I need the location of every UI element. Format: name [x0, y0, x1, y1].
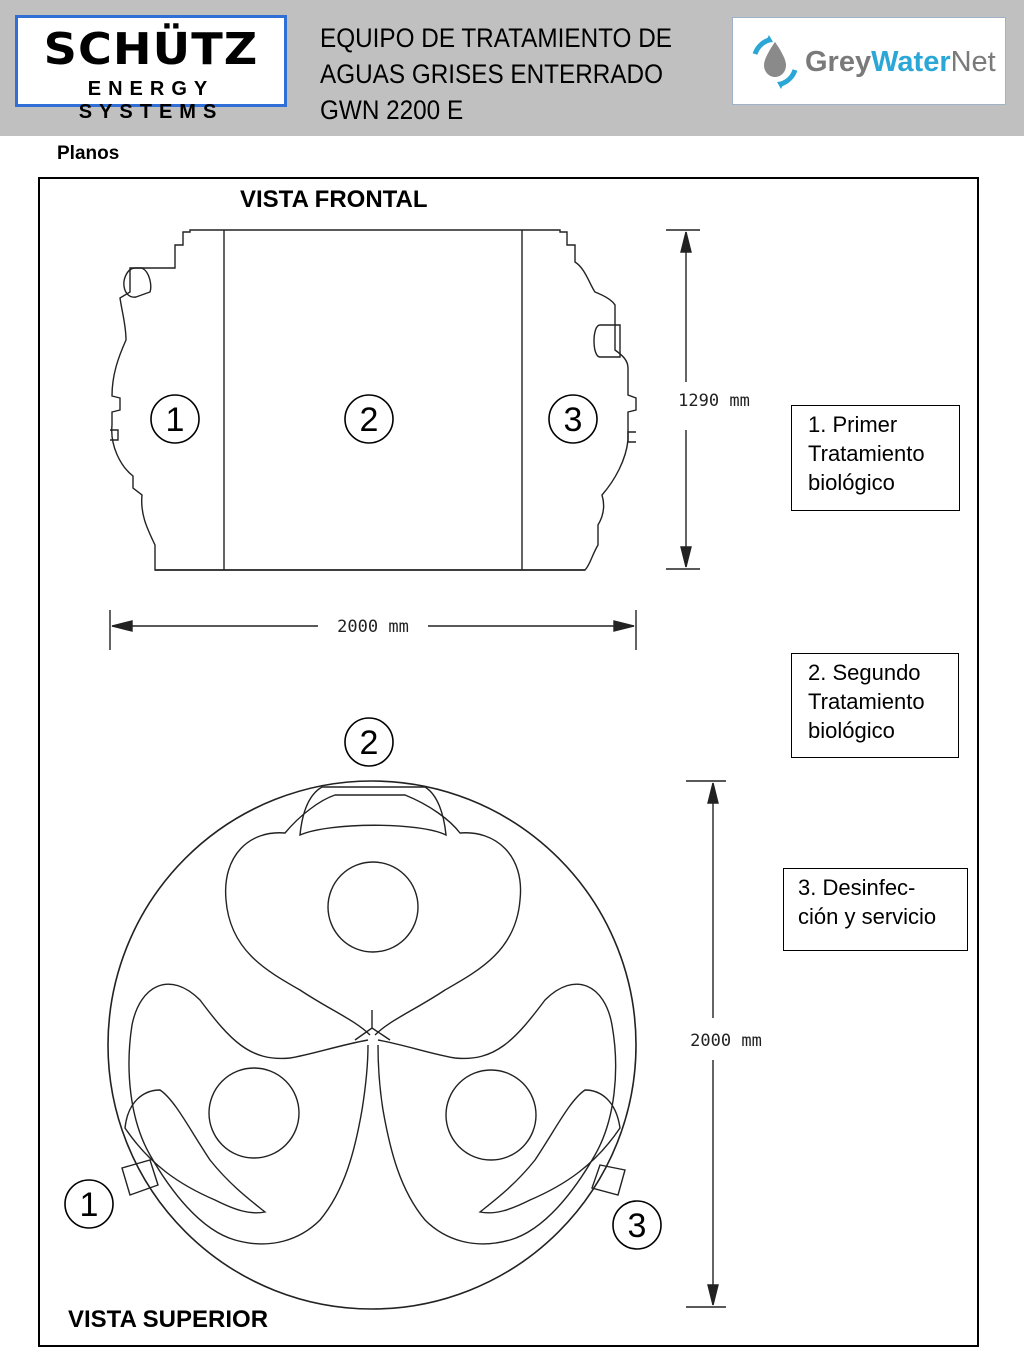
- top-view-title: VISTA SUPERIOR: [68, 1306, 269, 1333]
- top-chamber-1-marker: [64, 1179, 114, 1229]
- front-height-dimension: 1290 mm: [678, 391, 750, 411]
- top-chamber-3-number: 3: [628, 1207, 647, 1245]
- top-chamber-2-number: 2: [360, 724, 379, 762]
- legend-box-2: 2. Segundo Tratamiento biológico: [791, 653, 959, 758]
- top-opening-2: [327, 861, 419, 953]
- top-chamber-1-number: 1: [80, 1186, 99, 1224]
- greywaternet-logo: GreyWaterNet: [732, 17, 1006, 105]
- schutz-logo: SCHÜTZ ENERGY SYSTEMS: [15, 15, 287, 123]
- section-label: Planos: [57, 143, 120, 164]
- title-line-2: AGUAS GRISES ENTERRADO: [320, 59, 663, 89]
- legend-3-line-2: ción y servicio: [798, 904, 937, 929]
- top-inlet-pipe: [121, 1159, 159, 1196]
- legend-box-3: 3. Desinfec- ción y servicio: [783, 868, 968, 951]
- logo-word-net: Net: [950, 46, 996, 78]
- top-chamber-1-lobe: [128, 983, 369, 1245]
- legend-2-line-1: 2. Segundo: [808, 660, 921, 685]
- greywaternet-wordmark: GreyWaterNet: [805, 46, 996, 79]
- top-chamber-3-lobe: [377, 983, 617, 1245]
- front-width-dimension: 2000 mm: [337, 617, 409, 637]
- top-chamber-2-lobe: [224, 794, 522, 1036]
- legend-1-line-1: 1. Primer: [808, 412, 898, 437]
- logo-word-water: Water: [871, 46, 951, 78]
- header-bar: SCHÜTZ ENERGY SYSTEMS EQUIPO DE TRATAMIE…: [0, 0, 1024, 136]
- front-chamber-1-number: 1: [166, 401, 185, 439]
- title-line-1: EQUIPO DE TRATAMIENTO DE: [320, 23, 672, 53]
- front-view-title: VISTA FRONTAL: [240, 186, 428, 213]
- front-chamber-1-marker: [150, 394, 200, 444]
- water-drop-cycle-icon: [752, 35, 798, 89]
- top-outlet-pipe: [591, 1164, 626, 1196]
- top-chamber-3-marker: [612, 1200, 662, 1250]
- front-chamber-3-marker: [548, 394, 598, 444]
- top-outlet-sleeve: [478, 1089, 621, 1214]
- front-chamber-2-number: 2: [360, 401, 379, 439]
- top-diameter-dimension: 2000 mm: [690, 1031, 762, 1051]
- drawing-frame: [38, 177, 979, 1347]
- legend-box-1: 1. Primer Tratamiento biológico: [791, 405, 960, 511]
- logo-word-grey: Grey: [805, 46, 872, 78]
- top-hatch: [299, 786, 447, 837]
- legend-2-line-3: biológico: [808, 718, 895, 743]
- legend-1-line-2: Tratamiento: [808, 441, 925, 466]
- document-title: EQUIPO DE TRATAMIENTO DE AGUAS GRISES EN…: [320, 20, 680, 128]
- title-line-3: GWN 2200 E: [320, 95, 464, 125]
- legend-3-line-1: 3. Desinfec-: [798, 875, 916, 900]
- front-tank-outline: [111, 229, 637, 571]
- front-chamber-2-marker: [344, 394, 394, 444]
- top-tank-outline: [107, 780, 637, 1310]
- top-inlet-sleeve: [124, 1089, 267, 1214]
- legend-1-line-3: biológico: [808, 470, 895, 495]
- schutz-tagline: ENERGY SYSTEMS: [78, 78, 224, 123]
- schutz-brand-name: SCHÜTZ: [43, 24, 259, 75]
- front-chamber-3-number: 3: [564, 401, 583, 439]
- top-opening-1: [208, 1067, 300, 1159]
- top-opening-3: [445, 1069, 537, 1161]
- legend-2-line-2: Tratamiento: [808, 689, 925, 714]
- top-chamber-2-marker: [344, 717, 394, 767]
